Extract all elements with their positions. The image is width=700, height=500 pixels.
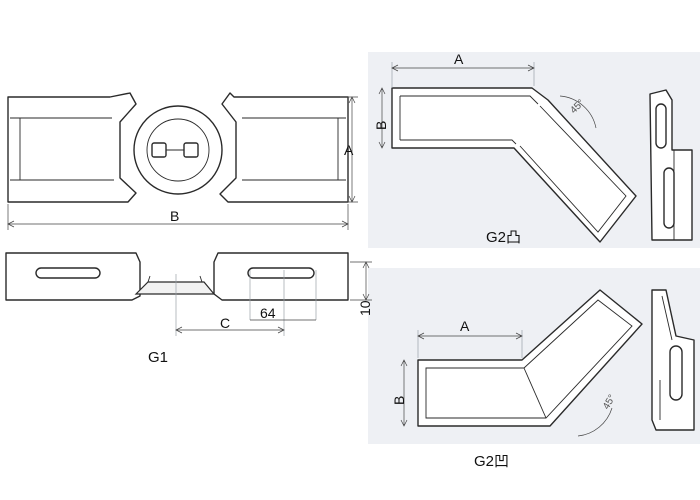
g2-convex-dimension-a [391, 62, 535, 88]
g2-convex-angle-arc [559, 95, 597, 129]
g2-concave-dimension-b [400, 359, 408, 427]
g2-concave-side-view [651, 289, 695, 431]
g1-dim-b-label: B [170, 208, 179, 224]
g2-convex-dim-a-label: A [454, 51, 464, 67]
g2-concave-connector [417, 289, 643, 427]
g2-concave-angle-arc [577, 407, 613, 437]
g1-side-view [5, 252, 349, 301]
g1-dimension-c-64 [175, 270, 317, 336]
g2-concave-dim-a-label: A [460, 318, 470, 334]
g2-convex-side-view [649, 89, 693, 241]
g1-dim-c-label: C [220, 315, 230, 331]
g1-top-view [7, 92, 349, 203]
g1-dim-64-label: 64 [260, 305, 276, 321]
g2-convex-dimension-b [378, 87, 386, 149]
g1-caption: G1 [148, 349, 168, 366]
g2-concave-dimension-a [417, 330, 523, 358]
g1-dim-10-label: 10 [357, 300, 373, 316]
g1-dimension-a [340, 96, 358, 203]
g2-concave-dim-b-label: B [391, 396, 407, 405]
g2-convex-connector [391, 87, 637, 243]
g1-dim-a-label: A [344, 142, 354, 158]
g1-dimension-b [7, 204, 349, 230]
g2-convex-dim-b-label: B [373, 121, 389, 130]
g1-dimension-10 [350, 261, 372, 301]
g2-convex-caption: G2凸 [486, 229, 521, 246]
g2-concave-caption: G2凹 [474, 453, 509, 470]
